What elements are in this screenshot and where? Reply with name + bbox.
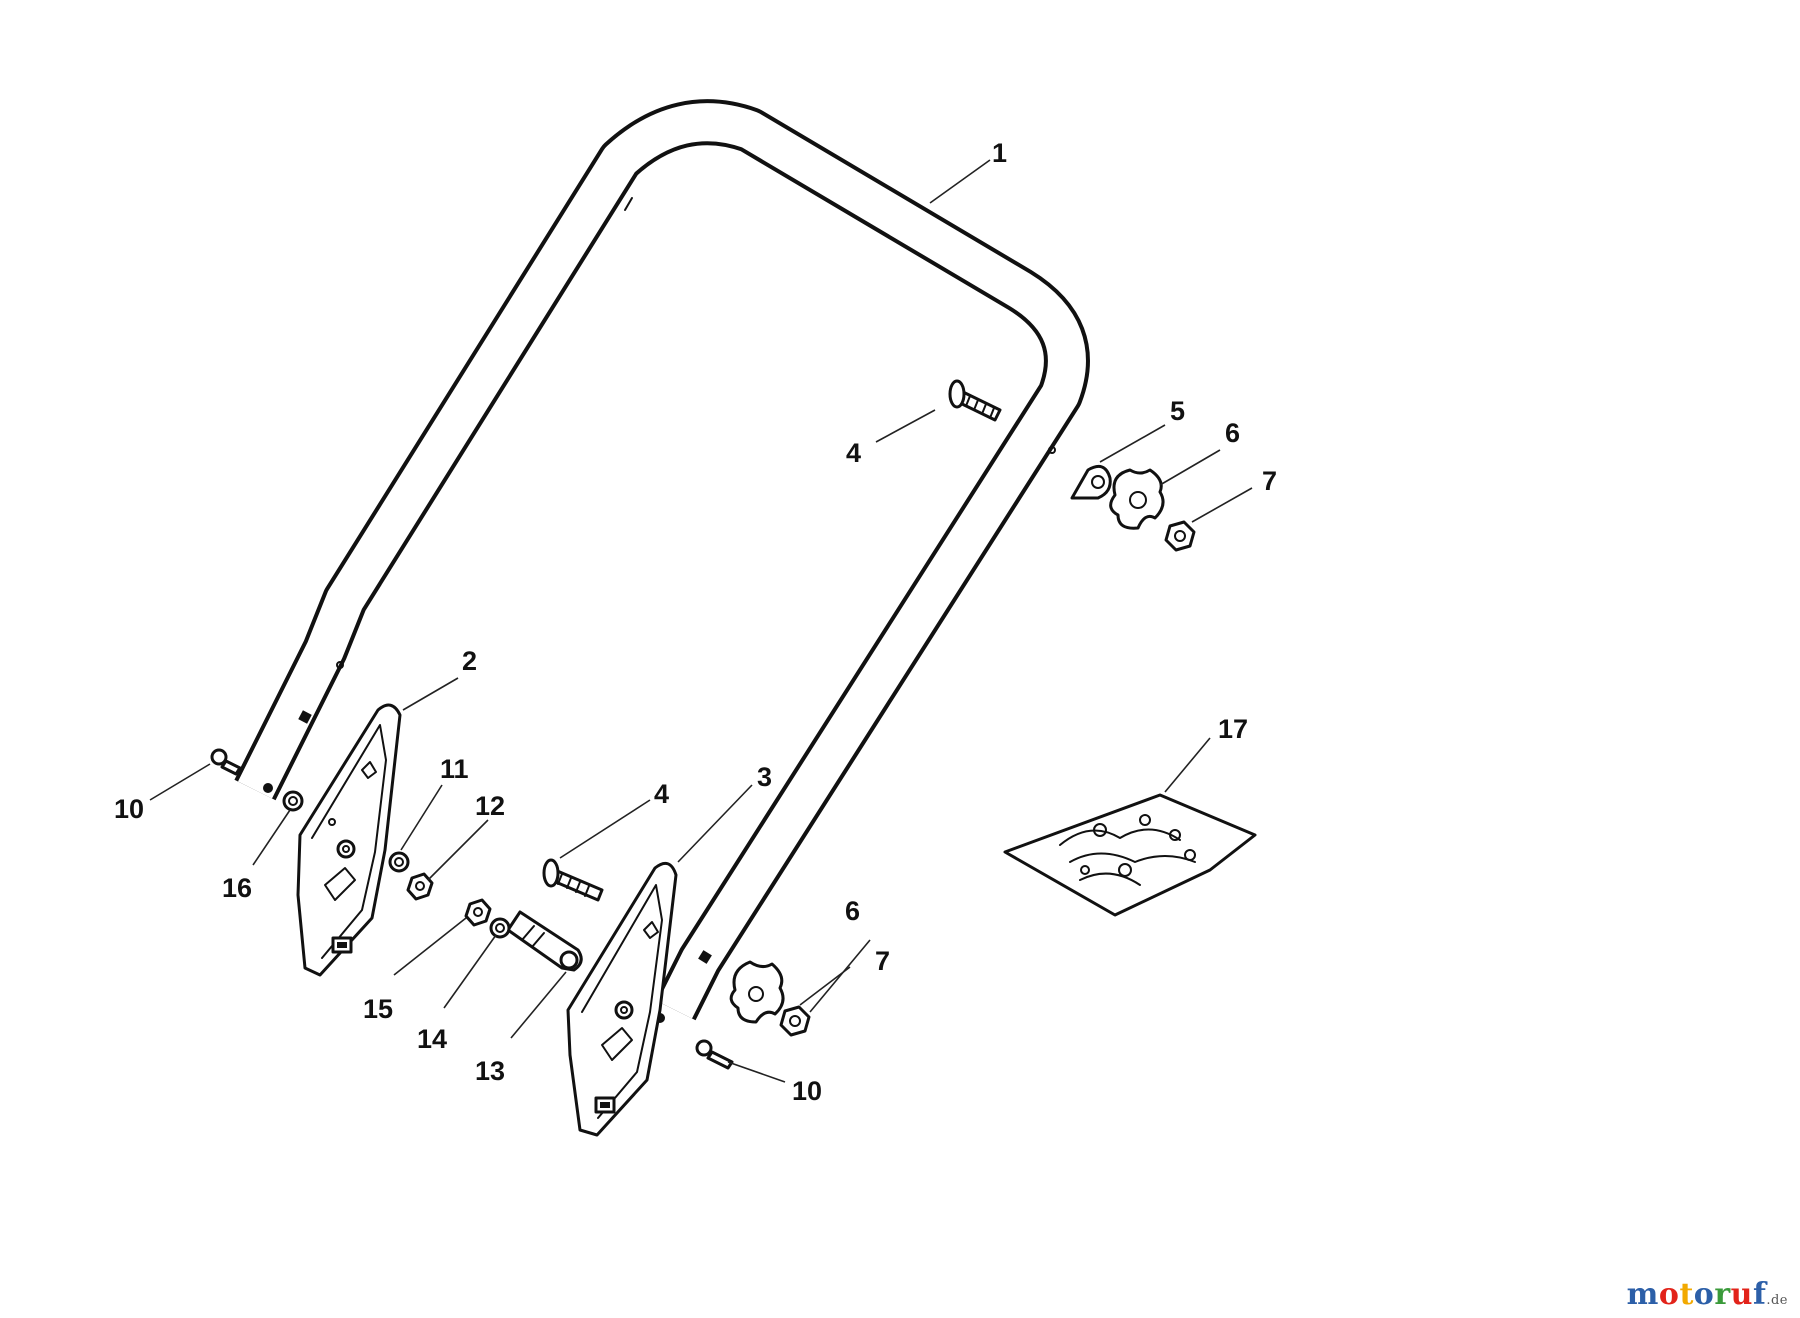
callout-2: 2 (462, 646, 477, 676)
cam-washer (1070, 464, 1112, 500)
carriage-bolt-upper (948, 379, 1002, 422)
washer-left (388, 851, 410, 873)
screw-right (695, 1039, 734, 1070)
callout-7-upper: 7 (1262, 466, 1277, 496)
watermark-tld: .de (1766, 1293, 1788, 1308)
callout-15: 15 (363, 994, 393, 1024)
left-bracket-plate (296, 703, 402, 977)
leader-lines (149, 159, 1253, 1083)
watermark-letter: r (1714, 1277, 1731, 1312)
washer-center (489, 917, 511, 939)
site-watermark: motoruf.de (1627, 1277, 1788, 1312)
knob-upper (1109, 468, 1165, 530)
watermark-letter: f (1752, 1277, 1767, 1312)
handle-tube (234, 99, 1090, 1023)
watermark-letter: t (1679, 1277, 1694, 1312)
hex-nut-upper (1164, 520, 1196, 552)
callout-17: 17 (1218, 714, 1248, 744)
callout-3: 3 (757, 762, 772, 792)
watermark-letter: u (1730, 1277, 1753, 1312)
callout-1: 1 (992, 138, 1007, 168)
callout-6-upper: 6 (1225, 418, 1240, 448)
callout-labels: 1 2 3 4 4 5 6 6 7 7 10 10 11 12 13 14 15… (114, 138, 1277, 1106)
callout-16: 16 (222, 873, 252, 903)
right-bracket-plate (566, 861, 678, 1137)
callout-6-lower: 6 (845, 896, 860, 926)
watermark-letter: m (1626, 1277, 1659, 1312)
callout-4-lower: 4 (654, 779, 669, 809)
callout-7-lower: 7 (875, 946, 890, 976)
knob-lower (729, 960, 785, 1024)
callout-10-left: 10 (114, 794, 144, 824)
watermark-letter: o (1693, 1277, 1715, 1312)
callout-12: 12 (475, 791, 505, 821)
carriage-bolt-lower (542, 858, 604, 902)
callout-14: 14 (417, 1024, 447, 1054)
callout-4-upper: 4 (846, 438, 861, 468)
hex-nut-lower (779, 1005, 811, 1037)
callout-13: 13 (475, 1056, 505, 1086)
adjustment-lever (506, 910, 583, 972)
callout-10-right: 10 (792, 1076, 822, 1106)
callout-11: 11 (440, 754, 469, 784)
nut-center (464, 898, 492, 927)
callout-5: 5 (1170, 396, 1185, 426)
watermark-letter: o (1658, 1277, 1680, 1312)
screw-left (210, 748, 242, 776)
nut-left (406, 872, 434, 901)
hardware-kit-bag (1003, 793, 1257, 917)
washer-small (282, 790, 304, 812)
